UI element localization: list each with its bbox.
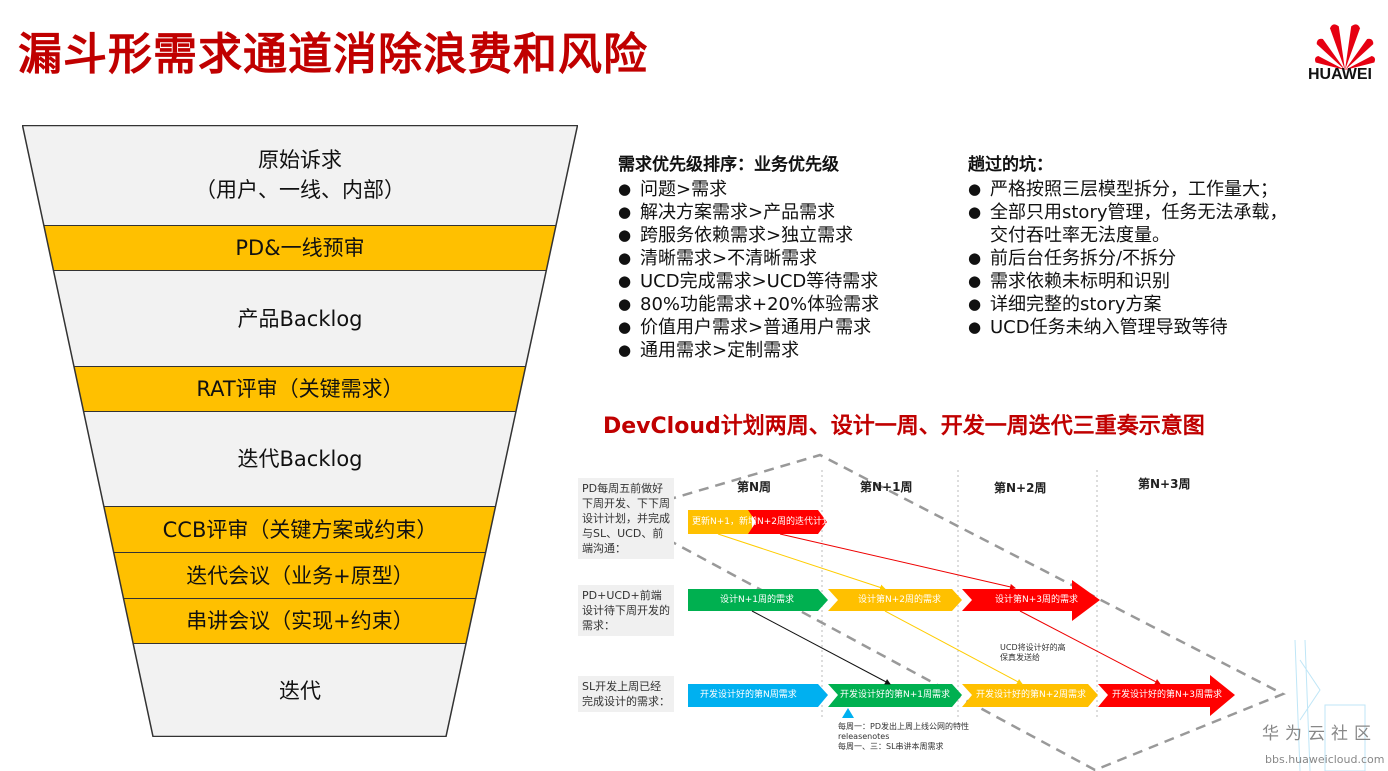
ucd-note: UCD将设计好的高保真发送给 bbox=[1000, 643, 1066, 662]
plan-arrow-label: 更新N+1，新增N+2周的迭代计划 bbox=[692, 517, 831, 527]
flow-lines bbox=[717, 533, 1161, 685]
diagram-title: DevCloud计划两周、设计一周、开发一周迭代三重奏示意图 bbox=[603, 414, 1205, 439]
list-item: 需求依赖未标明和识别 bbox=[968, 270, 1298, 293]
page-title: 漏斗形需求通道消除浪费和风险 bbox=[18, 29, 648, 80]
pitfalls-list: 趟过的坑： 严格按照三层模型拆分，工作量大； 全部只用story管理，任务无法承… bbox=[968, 154, 1298, 339]
list-item: 全部只用story管理，任务无法承载，交付吞吐率无法度量。 bbox=[968, 201, 1298, 247]
design-arrows bbox=[688, 580, 1100, 621]
list-item: 80%功能需求+20%体验需求 bbox=[618, 293, 879, 316]
week-header: 第N+3周 bbox=[1138, 477, 1191, 491]
watermark-name: 华为云社区 bbox=[1262, 724, 1377, 744]
watermark-url: bbs.huaweicloud.com bbox=[1265, 753, 1385, 766]
list-item: UCD任务未纳入管理导致等待 bbox=[968, 316, 1298, 339]
note-item: 每周一、三：SL串讲本周需求 bbox=[838, 742, 944, 751]
list-item: 严格按照三层模型拆分，工作量大； bbox=[968, 178, 1298, 201]
design-arrow-label: 设计第N+2周的需求 bbox=[858, 595, 941, 605]
dev-arrow-label: 开发设计好的第N+3周需求 bbox=[1112, 690, 1223, 700]
dev-arrow-label: 开发设计好的第N周需求 bbox=[700, 690, 797, 700]
row-label-plan: PD每周五前做好下周开发、下下周设计计划，并完成与SL、UCD、前端沟通： bbox=[578, 478, 674, 559]
dev-arrow-label: 开发设计好的第N+2周需求 bbox=[976, 690, 1087, 700]
design-arrow-label: 设计N+1周的需求 bbox=[720, 595, 794, 605]
list-item: 跨服务依赖需求>独立需求 bbox=[618, 224, 879, 247]
list-item: 通用需求>定制需求 bbox=[618, 339, 879, 362]
pitfalls-heading: 趟过的坑： bbox=[968, 155, 1053, 175]
list-item: 前后台任务拆分/不拆分 bbox=[968, 247, 1298, 270]
list-item: 问题>需求 bbox=[618, 178, 879, 201]
design-arrow-label: 设计第N+3周的需求 bbox=[995, 595, 1078, 605]
monday-marker bbox=[842, 708, 854, 718]
plan-arrows bbox=[688, 510, 827, 534]
dev-arrows bbox=[688, 675, 1235, 716]
list-item: 价值用户需求>普通用户需求 bbox=[618, 316, 879, 339]
week-header: 第N+2周 bbox=[994, 481, 1047, 495]
row-label-design: PD+UCD+前端设计待下周开发的需求： bbox=[578, 585, 674, 636]
huawei-logo bbox=[1315, 24, 1375, 70]
list-item: 解决方案需求>产品需求 bbox=[618, 201, 879, 224]
dashed-diamond bbox=[649, 453, 1286, 771]
list-item: 清晰需求>不清晰需求 bbox=[618, 247, 879, 270]
list-item: UCD完成需求>UCD等待需求 bbox=[618, 270, 879, 293]
list-item: 详细完整的story方案 bbox=[968, 293, 1298, 316]
priority-heading: 需求优先级排序：业务优先级 bbox=[618, 155, 839, 175]
note-item: 每周一：PD发出上周上线公网的特性releasenotes bbox=[838, 722, 969, 741]
week-header: 第N+1周 bbox=[860, 480, 913, 494]
row-label-dev: SL开发上周已经完成设计的需求： bbox=[578, 676, 674, 712]
building-watermark bbox=[1294, 639, 1366, 771]
meeting-notes: 每周一：PD发出上周上线公网的特性releasenotes 每周一、三：SL串讲… bbox=[838, 722, 988, 752]
dev-arrow-label: 开发设计好的第N+1周需求 bbox=[840, 690, 951, 700]
week-header: 第N周 bbox=[737, 480, 772, 494]
priority-list: 需求优先级排序：业务优先级 问题>需求 解决方案需求>产品需求 跨服务依赖需求>… bbox=[618, 154, 879, 362]
huawei-logo-text: HUAWEI bbox=[1308, 66, 1372, 83]
